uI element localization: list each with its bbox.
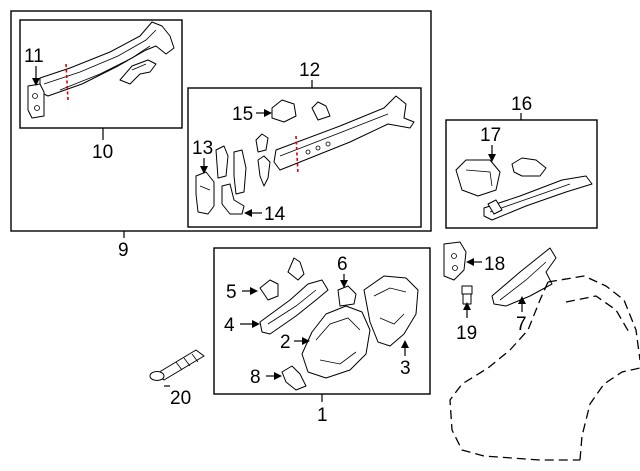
arrowhead-7 (518, 296, 526, 304)
part-12-lower-rail (273, 95, 415, 171)
part-16-rail (483, 175, 593, 221)
arrowhead-17 (488, 154, 496, 162)
callout-15: 15 (232, 104, 253, 125)
callout-1: 1 (317, 405, 328, 426)
group-box-9 (10, 10, 432, 232)
callout-2: 2 (280, 332, 291, 353)
arrowhead-5 (250, 287, 258, 295)
part-11-bracket (27, 83, 45, 119)
callout-8: 8 (250, 367, 261, 388)
callout-18: 18 (484, 254, 505, 275)
callout-19: 19 (456, 323, 477, 344)
part-12-small-brackets (255, 133, 271, 187)
callout-12: 12 (299, 60, 320, 81)
callout-6: 6 (337, 254, 348, 275)
part-15-bracket (271, 99, 331, 123)
callout-11: 11 (24, 46, 44, 67)
part-8-bracket (281, 365, 307, 391)
arrowhead-2 (302, 337, 310, 345)
arrowhead-6 (340, 280, 348, 288)
callout-17: 17 (480, 125, 501, 146)
part-5-bracket (259, 257, 305, 301)
callout-20: 20 (170, 388, 191, 409)
callout-5: 5 (226, 282, 237, 303)
arrowhead-18 (466, 258, 474, 266)
group-box-10 (19, 19, 183, 129)
cut-line-10 (65, 63, 69, 101)
callout-14: 14 (264, 204, 286, 225)
arrowhead-11 (32, 78, 40, 86)
part-2-wheelhouse (301, 305, 371, 379)
part-10-upper-rail (39, 21, 175, 97)
part-6-bracket (337, 285, 357, 307)
arrowhead-19 (463, 302, 471, 310)
callout-16: 16 (511, 94, 532, 115)
fender-outline (449, 275, 640, 461)
part-18-bracket (443, 241, 467, 281)
arrowhead-4 (252, 320, 260, 328)
callout-10: 10 (92, 142, 113, 163)
part-4-rail (259, 279, 329, 335)
arrowhead-14 (244, 209, 252, 217)
arrowhead-3 (401, 340, 409, 348)
part-14-bracket (221, 183, 245, 215)
arrowhead-15 (264, 109, 272, 117)
callout-3: 3 (400, 358, 411, 379)
arrowhead-8 (274, 372, 282, 380)
part-19-bolt (461, 285, 473, 305)
cut-line-12 (295, 135, 299, 175)
callout-7: 7 (516, 314, 527, 335)
callout-4: 4 (224, 315, 235, 336)
part-3-strut-tower (363, 275, 419, 347)
part-7-apron-extension (491, 247, 557, 307)
callout-9: 9 (118, 240, 129, 261)
arrowhead-13 (200, 166, 208, 174)
part-17-reinforcement (455, 157, 547, 197)
callout-13: 13 (192, 138, 213, 159)
part-13-reinforcement (195, 145, 247, 215)
part-20-tow-eye (149, 349, 205, 381)
group-box-12 (187, 87, 422, 228)
